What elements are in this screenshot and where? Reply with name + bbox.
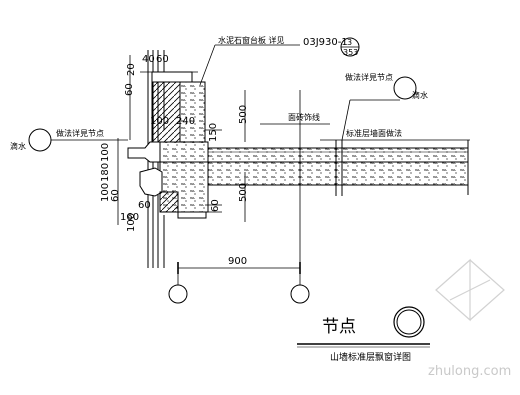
std-layer-note: 标准层墙面做法 <box>346 128 402 138</box>
ref-circle-bottom: 353 <box>343 48 358 57</box>
dim-100b: 100 <box>100 143 111 162</box>
dim-60b: 60 <box>124 83 135 96</box>
dim-60d: 60 <box>138 200 151 211</box>
grid-bubble-left <box>168 284 188 304</box>
drawing-title: 节点 <box>322 317 356 337</box>
dim-60a: 60 <box>156 54 169 65</box>
right-tag-circle <box>393 76 417 100</box>
right-note: 做法详見节点 <box>345 72 393 82</box>
upper-brick-wall <box>151 71 193 143</box>
dim-60e: 60 <box>210 199 221 212</box>
dimension-lines <box>117 55 301 285</box>
left-note: 做法详見节点 <box>56 128 104 138</box>
dim-100a: 100 <box>150 116 169 127</box>
dim-100c: 100 <box>100 183 111 202</box>
slab-joint <box>335 140 343 196</box>
ref-circle-top: 3 <box>347 38 352 47</box>
upper-concrete-column <box>179 81 206 143</box>
dim-180: 180 <box>100 163 111 182</box>
dim-60c: 60 <box>110 189 121 202</box>
dim-150: 150 <box>208 123 219 142</box>
watermark-text: zhulong.com <box>428 364 511 379</box>
beam-note: 面砖饰线 <box>288 112 320 122</box>
dim-40: 40 <box>142 54 155 65</box>
grid-bubble-right <box>290 284 310 304</box>
top-note: 水泥石窗台板 详见 <box>218 35 285 45</box>
dim-900: 900 <box>228 256 247 267</box>
left-tag: 滴水 <box>10 141 26 151</box>
dim-500a: 500 <box>238 105 249 124</box>
ref-code: 03J930-1 <box>303 37 348 48</box>
left-tag-circle <box>28 128 52 152</box>
dim-20: 20 <box>126 63 137 76</box>
dim-240: 240 <box>176 116 195 127</box>
floor-slab <box>159 140 469 213</box>
drawing-subtitle: 山墙标准层飘窗详图 <box>330 351 411 363</box>
dim-100d: 100 <box>126 213 137 232</box>
dim-160: 160 <box>120 212 139 223</box>
sill-molding <box>127 141 207 219</box>
title-circle-outer <box>393 306 425 338</box>
leader-lines <box>45 44 470 141</box>
right-tag: 滴水 <box>412 90 428 100</box>
title-circle-inner <box>396 309 422 335</box>
dim-500b: 500 <box>238 183 249 202</box>
watermark-logo <box>435 258 505 322</box>
